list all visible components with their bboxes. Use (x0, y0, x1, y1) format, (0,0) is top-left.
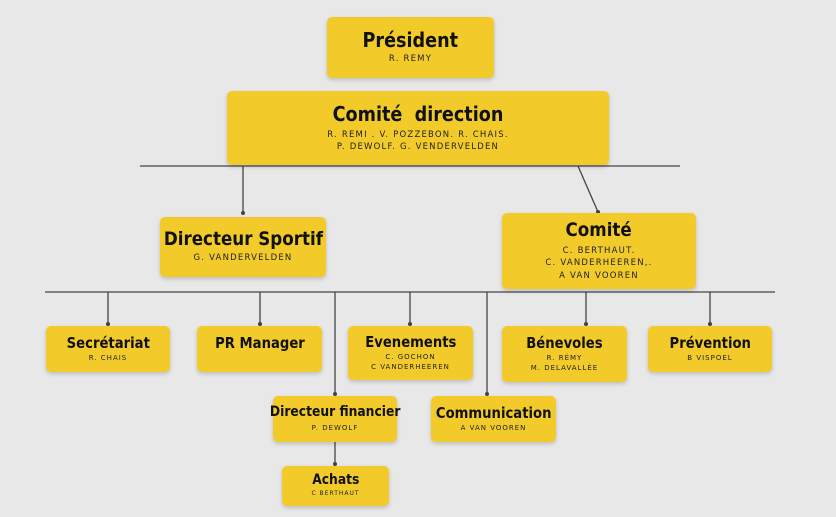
benevoles-title: Bénevoles (526, 333, 603, 352)
benevoles-names-2: M. DELAVALLÉE (530, 364, 599, 373)
achats-box: Achats C BERTHAUT (282, 466, 389, 506)
directeur-sportif-box: Directeur Sportif G. VANDERVELDEN (160, 217, 326, 277)
connector-to-comite (577, 165, 599, 213)
communication-box: Communication A VAN VOOREN (431, 396, 556, 442)
evenements-names-2: C VANDERHEEREN (371, 363, 450, 372)
achats-title: Achats (311, 471, 360, 488)
connector-dot (333, 392, 337, 396)
evenements-title: Evenements (364, 332, 457, 351)
pr-manager-box: PR Manager (197, 326, 322, 372)
directeur-financier-names: P. DEWOLF (311, 423, 359, 432)
secretariat-title: Secrétariat (66, 333, 150, 352)
president-names: R. REMY (388, 54, 433, 65)
comite-direction-title: Comité direction (332, 101, 504, 126)
benevoles-names-1: R. RÉMY (546, 354, 583, 363)
evenements-box: Evenements C. GOCHON C VANDERHEEREN (348, 326, 473, 380)
connector-dot (258, 322, 262, 326)
connector-dot (408, 322, 412, 326)
comite-direction-names-2: P. DEWOLF. G. VENDERVELDEN (336, 142, 500, 152)
directeur-financier-box: Directeur financier P. DEWOLF (270, 396, 400, 442)
prevention-names: B VISPOEL (687, 354, 733, 363)
comite-direction-names-1: R. REMI . V. POZZEBON. R. CHAIS. (327, 129, 509, 140)
evenements-names-1: C. GOCHON (385, 353, 436, 362)
connector-dot (333, 462, 337, 466)
achats-names: C BERTHAUT (311, 490, 360, 498)
communication-names: A VAN VOOREN (460, 424, 527, 433)
secretariat-box: Secrétariat R. CHAIS (46, 326, 170, 372)
directeur-sportif-title: Directeur Sportif (163, 228, 323, 251)
connector-dot (106, 322, 110, 326)
prevention-title: Prévention (669, 333, 751, 352)
comite-title: Comité (565, 219, 633, 242)
comite-direction-box: Comité direction R. REMI . V. POZZEBON. … (227, 91, 609, 165)
directeur-sportif-names: G. VANDERVELDEN (193, 253, 293, 264)
president-title: Président (362, 28, 459, 53)
president-box: Président R. REMY (327, 17, 494, 78)
comite-names-1: C. BERTHAUT. (562, 245, 636, 256)
secretariat-names: R. CHAIS (88, 354, 128, 363)
comite-names-3: A VAN VOOREN (559, 270, 639, 281)
connector-dot (708, 322, 712, 326)
connector-dot (584, 322, 588, 326)
connector-dot (485, 392, 489, 396)
connector-dot (241, 211, 245, 215)
directeur-financier-title: Directeur financier (269, 404, 401, 421)
prevention-box: Prévention B VISPOEL (648, 326, 772, 372)
pr-manager-title: PR Manager (214, 334, 305, 352)
communication-title: Communication (435, 403, 552, 422)
comite-box: Comité C. BERTHAUT. C. VANDERHEEREN,. A … (502, 213, 696, 289)
benevoles-box: Bénevoles R. RÉMY M. DELAVALLÉE (502, 326, 627, 382)
comite-names-2: C. VANDERHEEREN,. (545, 258, 653, 269)
